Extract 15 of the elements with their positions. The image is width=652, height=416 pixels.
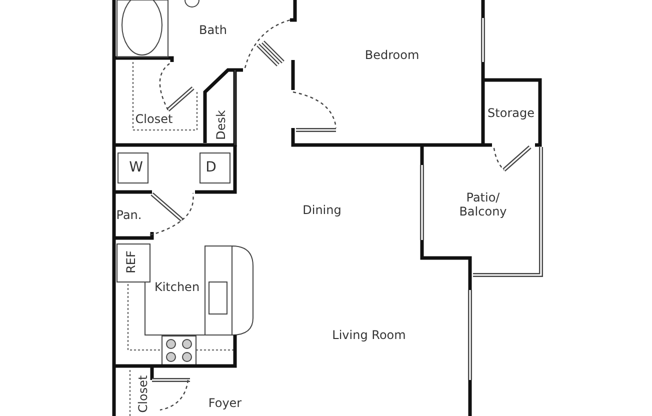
appliance-label: W bbox=[129, 160, 143, 176]
room-label: REF bbox=[124, 250, 138, 274]
room-label: Dining bbox=[302, 202, 342, 218]
room-label: Kitchen bbox=[154, 280, 200, 294]
room-label: Foyer bbox=[208, 396, 242, 410]
room-label: Living Room bbox=[332, 328, 406, 342]
room-label: Bedroom bbox=[364, 48, 420, 62]
appliance-label: D bbox=[206, 160, 216, 176]
room-label: Desk bbox=[214, 110, 228, 140]
room-label: Storage bbox=[488, 106, 534, 120]
room-label: Pan. bbox=[116, 208, 142, 222]
room-label: Closet bbox=[136, 375, 150, 413]
room-label: Patio/ Balcony bbox=[458, 190, 508, 220]
room-label: Closet bbox=[135, 112, 173, 126]
room-label: Bath bbox=[199, 22, 227, 38]
